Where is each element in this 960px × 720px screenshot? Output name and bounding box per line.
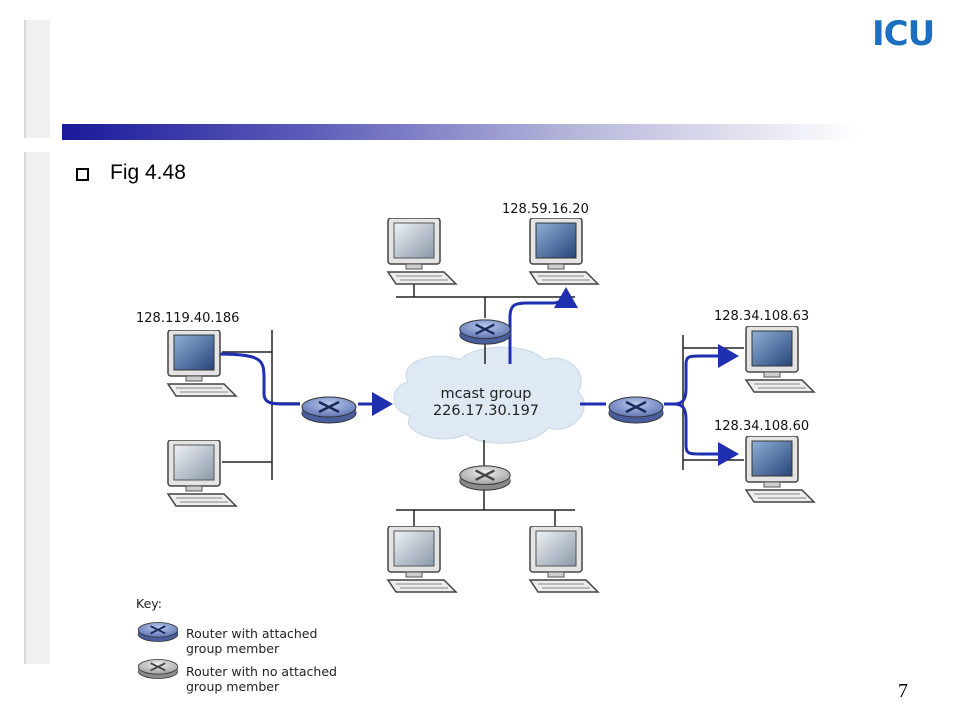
slide-edge-bar-bottom	[24, 152, 50, 664]
key-unattached-line1: Router with no attached	[186, 664, 337, 679]
ip-label-right-member-top: 128.34.108.63	[714, 309, 809, 324]
icu-logo: ICU	[872, 14, 935, 54]
ip-label-right-member-bottom: 128.34.108.60	[714, 419, 809, 434]
key-title: Key:	[136, 596, 162, 611]
mcast-group-label: mcast group	[441, 386, 532, 402]
ip-label-left-member: 128.119.40.186	[136, 311, 239, 326]
key-router-unattached-icon	[137, 658, 179, 680]
bottom-router-unattached-icon	[458, 464, 512, 492]
right-router-attached-icon	[607, 395, 665, 425]
key-attached-line1: Router with attached	[186, 626, 317, 641]
mcast-group-cloud: mcast group 226.17.30.197	[393, 346, 585, 444]
top-router-attached-icon	[458, 318, 512, 346]
key-router-attached-icon	[137, 621, 179, 643]
path-router-to-right-bottom-member	[673, 402, 739, 466]
left-router-attached-icon	[300, 395, 358, 425]
bullet-square-icon	[76, 168, 89, 181]
key-attached-line2: group member	[186, 641, 280, 656]
page-number: 7	[898, 680, 908, 702]
header-gradient-bar	[62, 124, 860, 140]
mcast-group-address: 226.17.30.197	[433, 403, 539, 419]
path-left-host-to-router	[217, 352, 300, 406]
path-router-to-right-top-member	[664, 344, 739, 406]
figure-title: Fig 4.48	[110, 161, 186, 184]
diagram-key: Key: Router with attached group member R…	[136, 596, 337, 694]
key-unattached-line2: group member	[186, 679, 280, 694]
path-cloud-to-top-member	[508, 287, 578, 364]
slide-edge-bar-top	[24, 20, 50, 138]
multicast-paths	[217, 287, 739, 466]
ip-label-top-member: 128.59.16.20	[502, 202, 589, 217]
